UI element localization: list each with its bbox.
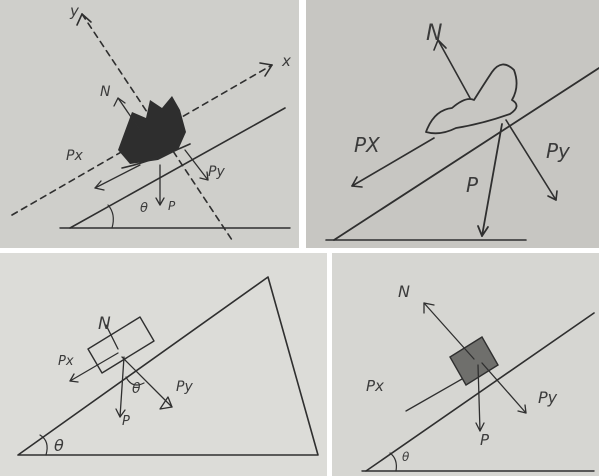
normal-force-arrowhead [113, 97, 126, 107]
px-force-arrow [69, 352, 119, 382]
y-axis-arrowhead [76, 13, 92, 26]
normal-force-arrowhead [423, 302, 435, 314]
py-force-label: Py [176, 379, 193, 395]
normal-force-arrow [105, 324, 119, 350]
normal-force-arrow [437, 39, 471, 99]
angle-arc [389, 452, 397, 472]
incline-triangle [17, 276, 319, 456]
px-force-arrowhead [94, 180, 105, 191]
py-force-arrow [481, 362, 527, 414]
x-axis-label: x [281, 52, 291, 70]
normal-force-arrow [117, 97, 141, 131]
py-force-label: Py [546, 139, 571, 163]
py-force-arrowhead [517, 404, 527, 414]
block-angle-label: θ [132, 381, 141, 397]
sketch-3-canvas: N Px Py P θ θ [0, 253, 327, 476]
py-force-label: Py [538, 388, 558, 407]
normal-force-arrow [423, 302, 475, 360]
incline-surface [333, 67, 599, 241]
weight-force-arrow [119, 356, 125, 418]
paper-background [0, 253, 327, 476]
px-force-arrowhead [351, 176, 363, 188]
weight-force-label: P [122, 414, 130, 429]
base-angle-label: θ [54, 436, 64, 455]
block-object [449, 336, 499, 386]
weight-force-arrowhead [155, 197, 165, 206]
normal-force-label: N [100, 84, 111, 100]
sketch-panel-2: N PX P Py [306, 0, 599, 248]
weight-force-arrowhead [115, 408, 126, 418]
weight-force-arrowhead [475, 422, 485, 432]
py-force-label: Py [208, 164, 225, 180]
sled-runner [121, 143, 191, 169]
sketch-panel-4: N Px P Py θ [332, 253, 599, 476]
x-axis-arrowhead [259, 62, 273, 77]
sketch-panel-3: N Px Py P θ θ [0, 253, 327, 476]
sled-object [118, 96, 186, 164]
normal-force-label: N [98, 314, 111, 334]
weight-force-label: P [480, 431, 490, 449]
paper-background [306, 0, 599, 248]
weight-force-label: P [466, 173, 479, 197]
angle-label: θ [402, 450, 410, 464]
object-outline [425, 63, 518, 135]
py-force-arrowhead [547, 190, 558, 201]
px-force-label: Px [66, 148, 83, 164]
px-force-arrow [405, 378, 463, 412]
weight-force-arrow [481, 123, 503, 237]
py-force-arrow [505, 119, 557, 201]
incline-surface [69, 107, 286, 229]
normal-force-label: N [426, 21, 442, 46]
block-angle-arc [125, 376, 145, 386]
py-force-arrow [184, 149, 209, 181]
base-angle-arc [39, 434, 48, 456]
py-force-arrowhead [159, 396, 173, 410]
px-force-arrow [351, 137, 435, 187]
sketch-1-canvas: y x N Px P Py θ [0, 0, 299, 248]
weight-force-arrow [477, 364, 481, 432]
normal-force-arrowhead [433, 39, 447, 51]
angle-label: θ [140, 201, 148, 216]
weight-force-arrowhead [477, 225, 489, 237]
px-force-label: Px [366, 377, 384, 395]
sketch-panel-1: y x N Px P Py θ [0, 0, 299, 248]
x-axis-dashed [11, 64, 273, 216]
px-force-arrowhead [69, 373, 79, 383]
py-force-arrow [121, 356, 173, 408]
px-force-arrow [94, 164, 141, 189]
incline-surface [365, 312, 595, 472]
sketch-4-canvas: N Px P Py θ [332, 253, 599, 476]
weight-force-label: P [168, 199, 176, 213]
px-force-label: PX [354, 133, 381, 157]
px-force-label: Px [58, 354, 74, 369]
sketch-2-canvas: N PX P Py [306, 0, 599, 248]
py-force-arrowhead [199, 171, 209, 181]
y-axis-label: y [69, 2, 80, 20]
angle-arc [107, 204, 114, 229]
normal-force-label: N [398, 282, 410, 301]
